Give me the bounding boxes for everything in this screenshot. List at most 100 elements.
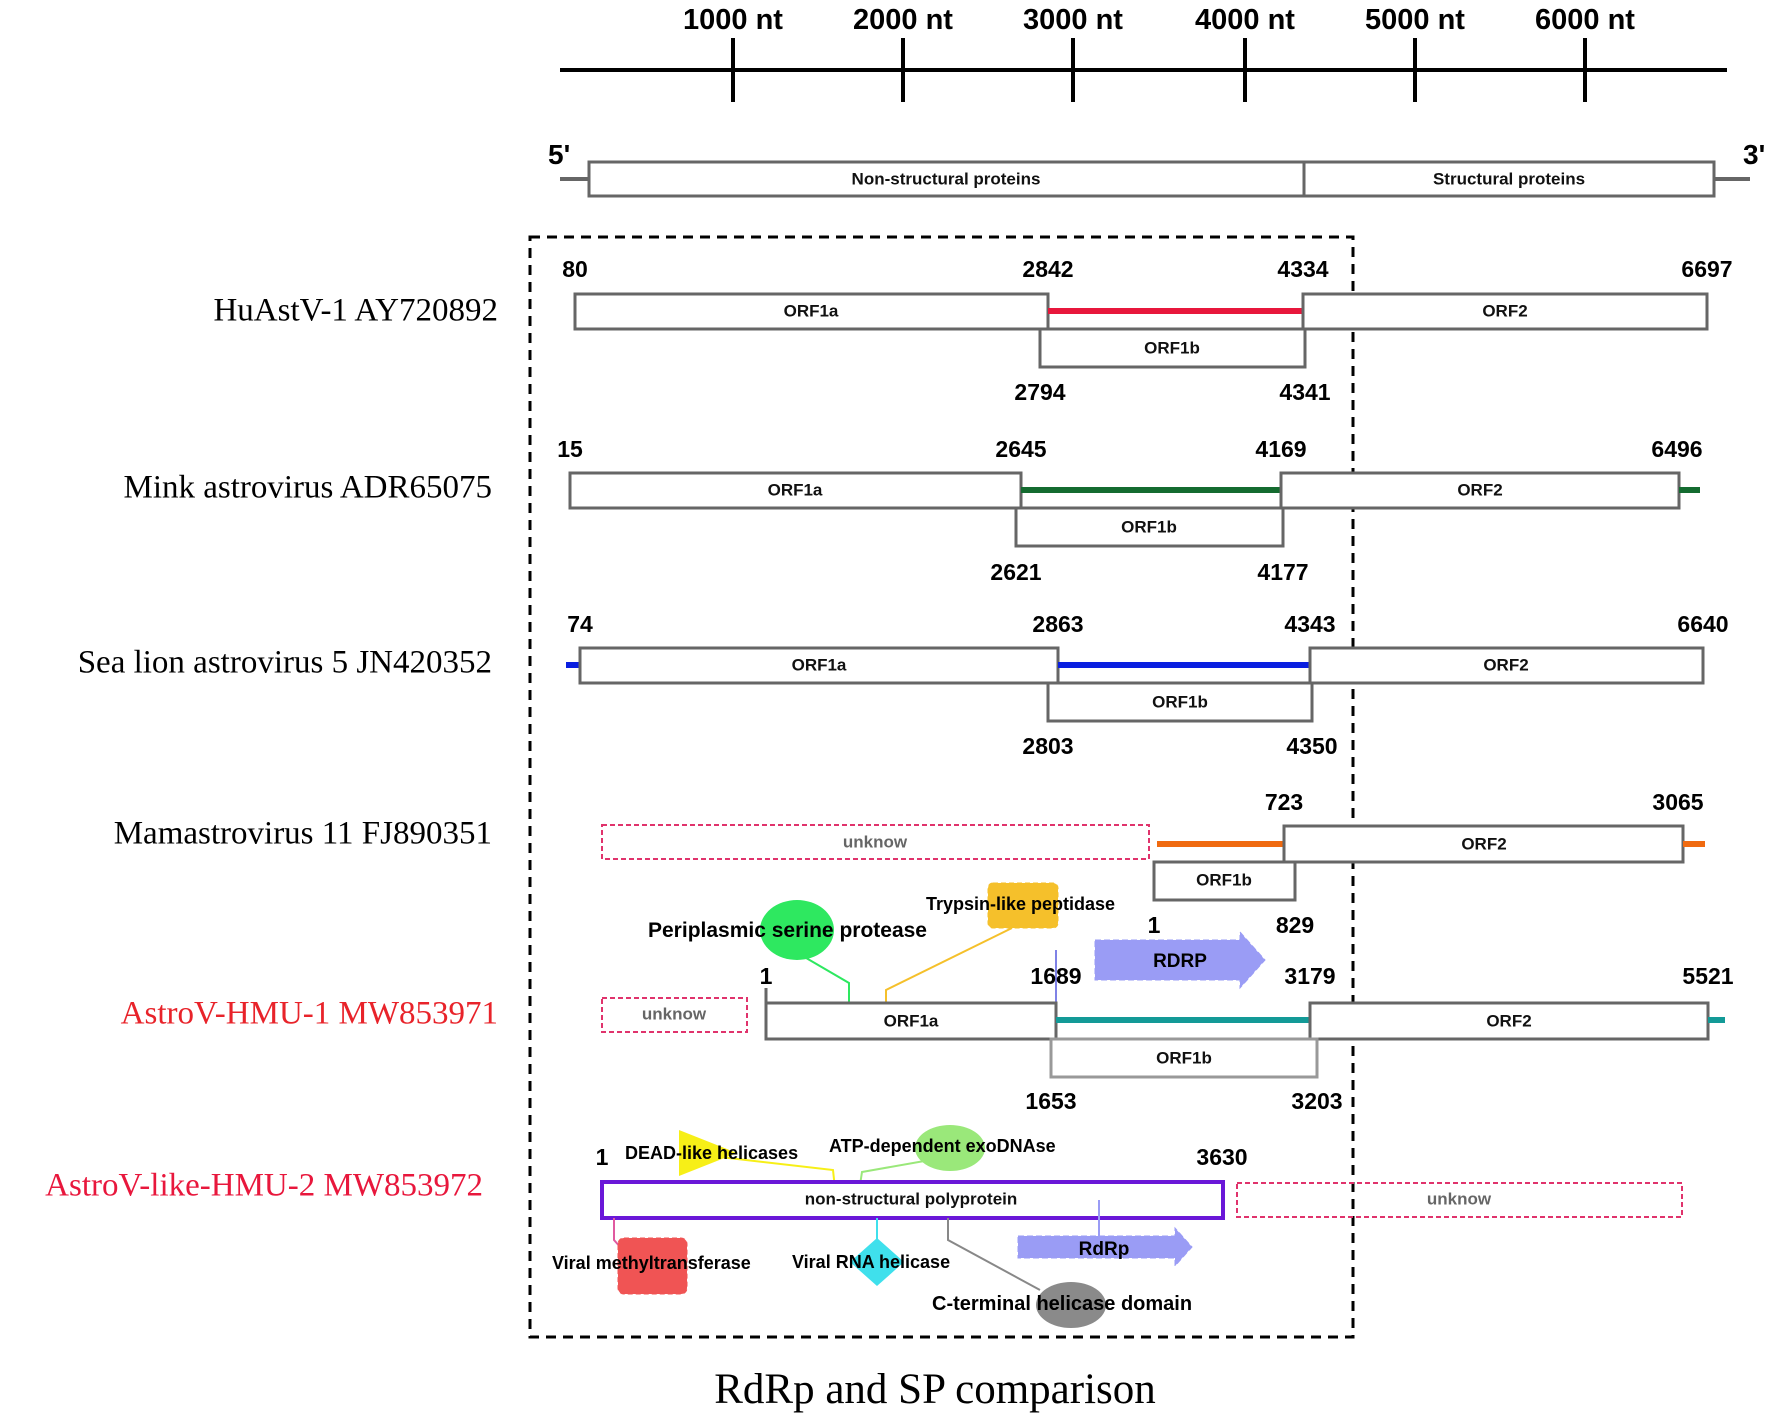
scale-axis: 1000 nt 2000 nt 3000 nt 4000 nt 5000 nt … [560,4,1727,102]
nonstructural-label: Non-structural proteins [852,169,1041,188]
axis-tick-label: 5000 nt [1365,4,1465,36]
row-sealion: Sea lion astrovirus 5 JN420352 ORF1a ORF… [78,611,1729,759]
orf2-label: ORF2 [1482,301,1527,320]
orf1a-box [578,646,1060,685]
orf2-box [1308,1001,1710,1041]
position-label: 6697 [1681,256,1732,282]
position-label: 1 [596,1144,609,1170]
position-label: 1 [1148,912,1161,938]
orf1b-label: ORF1b [1156,1048,1212,1067]
genome-overview: 5' 3' Non-structural proteins Structural… [548,139,1765,198]
orf1b-box [1049,1037,1319,1079]
position-label: 2645 [995,436,1046,462]
five-prime-label: 5' [548,139,570,170]
serine-protease-domain [760,900,834,960]
unknown-region [601,997,748,1033]
comparison-box [528,235,1355,1339]
c-terminal-helicase-label: C-terminal helicase domain [932,1293,1192,1315]
orf1b-box [1014,506,1285,548]
position-label: 2842 [1022,256,1073,282]
position-label: 3179 [1284,963,1335,989]
methyltransferase-label: Viral methyltransferase [552,1253,751,1273]
trypsin-peptidase-domain [987,882,1059,929]
axis-tick-label: 4000 nt [1195,4,1295,36]
c-terminal-helicase-domain [1036,1282,1106,1328]
orf2-label: ORF2 [1457,480,1502,499]
position-label: 3203 [1291,1088,1342,1114]
axis-tick-label: 6000 nt [1535,4,1635,36]
position-label: 2863 [1032,611,1083,637]
species-label: Mink astrovirus ADR65075 [123,470,492,506]
orf1a-label: ORF1a [768,480,823,499]
three-prime-label: 3' [1743,139,1765,170]
position-label: 723 [1265,789,1303,815]
row-mamastrovirus: Mamastrovirus 11 FJ890351 unknow ORF2 OR… [114,789,1705,938]
position-label: 829 [1276,912,1314,938]
dead-helicase-domain [679,1130,737,1176]
orf2-box [1282,824,1685,864]
orf2-label: ORF2 [1486,1011,1531,1030]
position-label: 3065 [1652,789,1703,815]
orf1a-label: ORF1a [792,655,847,674]
orf2-label: ORF2 [1461,834,1506,853]
structural-label: Structural proteins [1433,169,1585,188]
position-label: 74 [567,611,593,637]
structural-region [1302,160,1716,198]
position-label: 80 [562,256,588,282]
position-label: 3630 [1196,1144,1247,1170]
position-label: 6496 [1651,436,1702,462]
rdrp-domain-label: RDRP [1153,951,1207,972]
axis-tick-label: 3000 nt [1023,4,1123,36]
axis-tick-label: 1000 nt [683,4,783,36]
position-label: 2621 [990,559,1041,585]
position-label: 4341 [1279,379,1330,405]
orf1b-label: ORF1b [1196,870,1252,889]
position-label: 6640 [1677,611,1728,637]
trypsin-peptidase-label: Trypsin-like peptidase [926,894,1115,914]
orf1b-label: ORF1b [1121,517,1177,536]
orf1b-label: ORF1b [1144,338,1200,357]
unknown-region [601,824,1150,860]
methyltransferase-domain [617,1237,688,1295]
serine-protease-label: Periplasmic serine protease [648,919,927,942]
orf1b-box [1038,327,1307,369]
orf2-box [1308,646,1705,685]
orf1a-label: ORF1a [784,301,839,320]
rna-helicase-label: Viral RNA helicase [792,1252,950,1272]
position-label: 4334 [1277,256,1328,282]
row-huastv1: HuAstV-1 AY720892 ORF1a ORF2 ORF1b 80 28… [213,256,1732,405]
unknown-label: unknow [1427,1189,1492,1208]
connector-line [947,1218,1041,1291]
species-label: Sea lion astrovirus 5 JN420352 [78,645,492,681]
row-astrov-like-hmu2: AstroV-like-HMU-2 MW853972 unknow DEAD-l… [45,1125,1683,1328]
position-label: 1653 [1025,1088,1076,1114]
polyprotein-label: non-structural polyprotein [805,1189,1018,1208]
species-label: AstroV-HMU-1 MW853971 [121,996,498,1032]
position-label: 5521 [1682,963,1733,989]
rdrp-arrow-domain [1017,1226,1193,1268]
rna-helicase-domain [850,1238,904,1286]
unknown-label: unknow [642,1004,707,1023]
axis-tick-label: 2000 nt [853,4,953,36]
position-label: 2803 [1022,733,1073,759]
position-label: 4169 [1255,436,1306,462]
rdrp-arrow-domain [1094,930,1266,990]
position-label: 4350 [1286,733,1337,759]
orf1a-box [568,471,1023,510]
polyprotein-box [600,1180,1225,1220]
position-label: 1 [760,963,773,989]
row-mink: Mink astrovirus ADR65075 ORF1a ORF2 ORF1… [123,436,1702,585]
orf2-box [1301,292,1709,331]
position-label: 4343 [1284,611,1335,637]
orf1a-label: ORF1a [884,1011,939,1030]
row-astrov-hmu1: AstroV-HMU-1 MW853971 unknow RDRP Peripl… [121,882,1734,1114]
position-label: 1689 [1030,963,1081,989]
dead-helicase-label: DEAD-like helicases [625,1143,798,1163]
orf2-label: ORF2 [1483,655,1528,674]
species-label: HuAstV-1 AY720892 [213,293,498,329]
orf1b-box [1046,681,1314,723]
position-label: 2794 [1014,379,1065,405]
rdrp-domain-label: RdRp [1079,1239,1130,1260]
atp-exodnase-label: ATP-dependent exoDNAse [829,1136,1056,1156]
